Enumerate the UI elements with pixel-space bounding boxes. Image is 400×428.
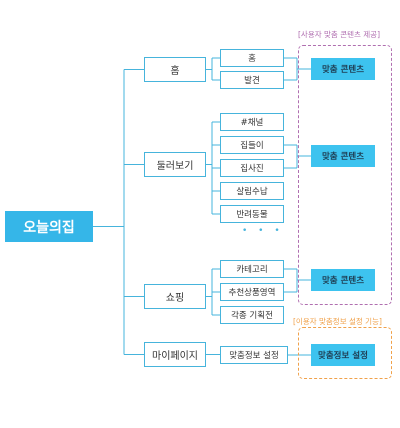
menu-house-photos[interactable]: 집사진 (220, 159, 284, 177)
more-indicator: • • • (242, 226, 284, 236)
menu-preference-settings[interactable]: 맞춤정보 설정 (220, 346, 288, 364)
menu-storage[interactable]: 살림수납 (220, 182, 284, 200)
fit-content-browse[interactable]: 맞춤 콘텐츠 (311, 145, 375, 167)
menu-channel[interactable]: #채널 (220, 113, 284, 131)
category-shopping[interactable]: 쇼핑 (144, 284, 206, 309)
menu-category[interactable]: 카테고리 (220, 260, 284, 278)
menu-exhibitions[interactable]: 각종 기획전 (220, 306, 284, 324)
group-label-content: [사용자 맞춤 콘텐츠 제공] (297, 29, 382, 40)
menu-housewarming[interactable]: 집들이 (220, 136, 284, 154)
fit-content-shopping[interactable]: 맞춤 콘텐츠 (311, 269, 375, 291)
group-label-settings: [이용자 맞춤정보 설정 기능] (292, 316, 383, 327)
category-mypage[interactable]: 마이페이지 (144, 342, 206, 367)
menu-discover[interactable]: 발견 (220, 71, 284, 89)
menu-pets[interactable]: 반려동물 (220, 205, 284, 223)
root-node[interactable]: 오늘의집 (5, 211, 93, 242)
group-frame-content (298, 45, 392, 305)
fit-content-home[interactable]: 맞춤 콘텐츠 (311, 58, 375, 80)
menu-recommended-products[interactable]: 추천상품영역 (220, 283, 284, 301)
fit-settings-box[interactable]: 맞춤정보 설정 (311, 344, 375, 366)
group-frame-settings (298, 327, 392, 379)
menu-home[interactable]: 홈 (220, 49, 284, 67)
category-browse[interactable]: 둘러보기 (144, 152, 206, 177)
category-home[interactable]: 홈 (144, 57, 206, 82)
